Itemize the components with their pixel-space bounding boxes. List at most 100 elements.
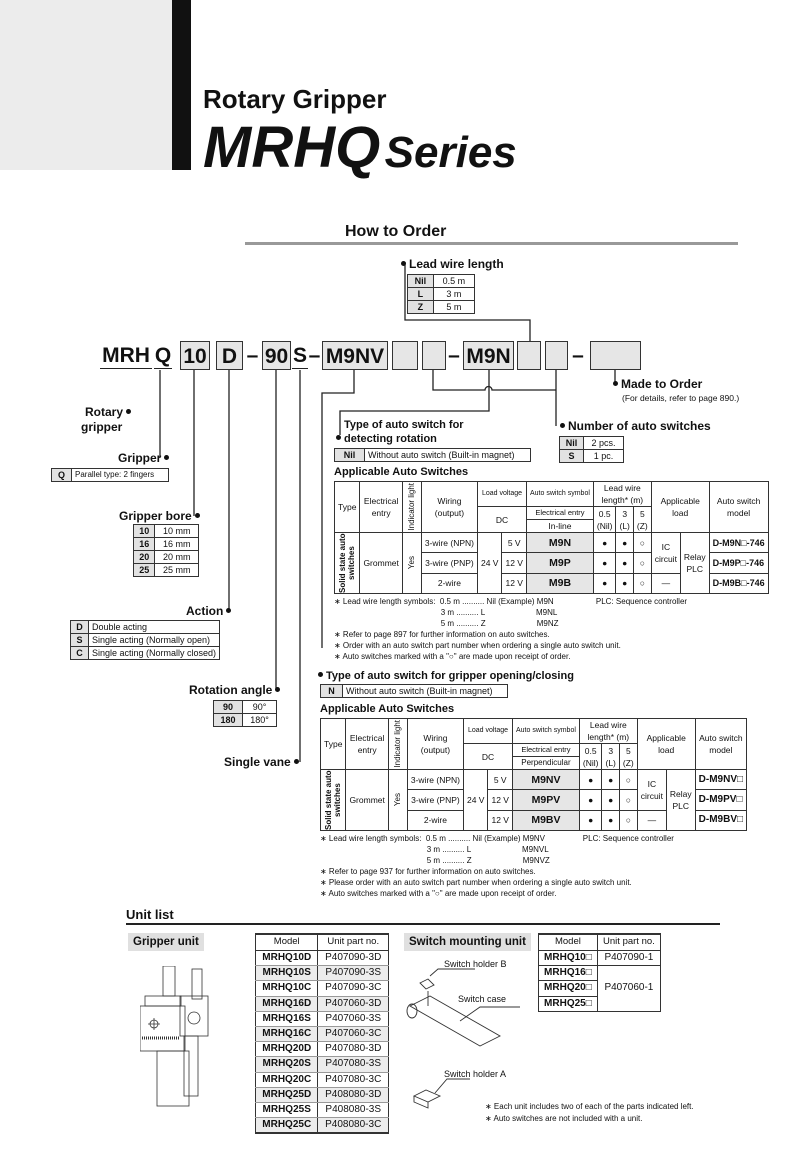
single-vane-title: Single vane [224,755,299,769]
header-gray-block [0,0,172,170]
part-cell: P407080-3D [317,1041,389,1058]
part-cell: P407060-1 [596,965,662,1012]
gripper-switch-code: N [320,684,343,698]
applicable-switches-title-2: Applicable Auto Switches [320,703,455,715]
th-indicator: Indicator light [387,718,408,770]
th-model: Auto switch model [694,718,748,770]
table2-note: ∗ Auto switches marked with a "○" are ma… [320,889,557,898]
made-to-order-title: Made to Order [613,377,702,391]
th-entry-dir: Perpendicular [511,756,580,770]
symbol-cell: M9NV [511,768,580,791]
rotary-gripper-title: Rotary [85,405,131,419]
th-indicator: Indicator light [401,481,422,533]
model-cell: MRHQ10C [254,980,319,997]
model-cell: MRHQ25C [254,1117,319,1134]
th-l5: 5 (Z) [632,506,652,533]
voltage-cell: 12 V [501,572,527,595]
th-load: Applicable load [636,718,696,770]
voltage-cell: 12 V [487,789,513,811]
l05-cell: ● [592,572,617,595]
gripper-desc: Parallel type: 2 fingers [71,468,169,482]
switch-details-column: Applicable Auto Switches Type Electrical… [318,466,769,899]
th-l05: 0.5 (Nil) [578,743,603,770]
th-load: Applicable load [650,481,710,533]
model-cell: MRHQ10□ [538,949,598,967]
part-cell: P407090-3D [317,949,389,967]
switch-unit-note: ∗ Each unit includes two of each of the … [485,1101,694,1111]
bore-size: 25 mm [154,563,199,577]
how-to-order-heading: How to Order [345,223,447,240]
gripper-switch-desc: Without auto switch (Built-in magnet) [342,684,508,698]
wiring-cell: 3-wire (NPN) [406,768,464,791]
part-cell: P407060-3S [317,1010,389,1027]
code-made-to-order [590,341,641,370]
symbol-cell: M9P [525,552,594,574]
th-l3: 3 (L) [601,743,620,770]
num-value: 1 pc. [582,449,625,463]
part-cell: P408080-3D [317,1086,389,1103]
code-q: Q [154,341,172,369]
model-cell: MRHQ10S [254,965,319,982]
code-mrh: MRH [100,341,152,369]
gripper-bore-title: Gripper bore [119,509,200,523]
table1-notes: ∗ Lead wire length symbols: 0.5 m ......… [334,596,748,662]
relay-cell: Relay PLC [679,532,710,594]
indicator-cell: Yes [401,532,422,594]
heading-rule [245,242,738,245]
lead-value: 5 m [432,300,476,314]
applicable-switches-title-1: Applicable Auto Switches [334,466,469,478]
model-cell: D-M9PV□ [694,789,748,811]
detect-rotation-title: Type of auto switch for [344,419,464,431]
th-type: Type [333,481,361,533]
load-cell: — [650,572,681,595]
code-s: S [292,341,308,369]
type-cell: Solid state auto switches [333,532,361,594]
callout-switch-holder-b: Switch holder B [444,958,507,969]
l05-cell: ● [578,768,603,791]
type-text: Solid state auto switches [338,533,357,593]
detect-rotation-title-2: detecting rotation [336,433,437,446]
model-cell: D-M9NV□ [694,768,748,791]
symbol-cell: M9PV [511,789,580,811]
table2-note: ∗ Please order with an auto switch part … [320,878,632,887]
v24-cell: 24 V [476,532,503,594]
model-cell: MRHQ16S [254,1010,319,1027]
rotation-angle-title: Rotation angle [189,683,280,697]
th-symbol: Auto switch symbol [511,718,580,744]
wiring-cell: 2-wire [420,572,478,595]
bore-code: 25 [132,563,156,577]
series-word: Series [384,128,517,177]
entry-cell: Grommet [345,769,389,831]
model-cell: D-M9P□-746 [708,552,769,574]
part-cell: P407080-3C [317,1071,389,1088]
th-indicator-text: Indicator light [393,720,403,768]
header-black-bar [172,0,191,170]
th-l05: 0.5 (Nil) [592,506,617,533]
type-text: Solid state auto switches [324,770,343,830]
rotation-value: 180° [242,713,277,727]
bore-size: 10 mm [154,524,199,538]
wiring-cell: 2-wire [406,809,464,832]
num-switches-title: Number of auto switches [560,419,711,433]
ic-cell: IC circuit [636,769,667,811]
l5-cell: ○ [618,768,638,791]
unit-list-title: Unit list [126,907,174,922]
part-cell: P407060-3C [317,1025,389,1043]
callout-switch-case: Switch case [458,993,507,1004]
l3-cell: ● [601,789,620,811]
rotation-code: 180 [212,713,244,727]
gripper-unit-label: Gripper unit [128,932,204,951]
